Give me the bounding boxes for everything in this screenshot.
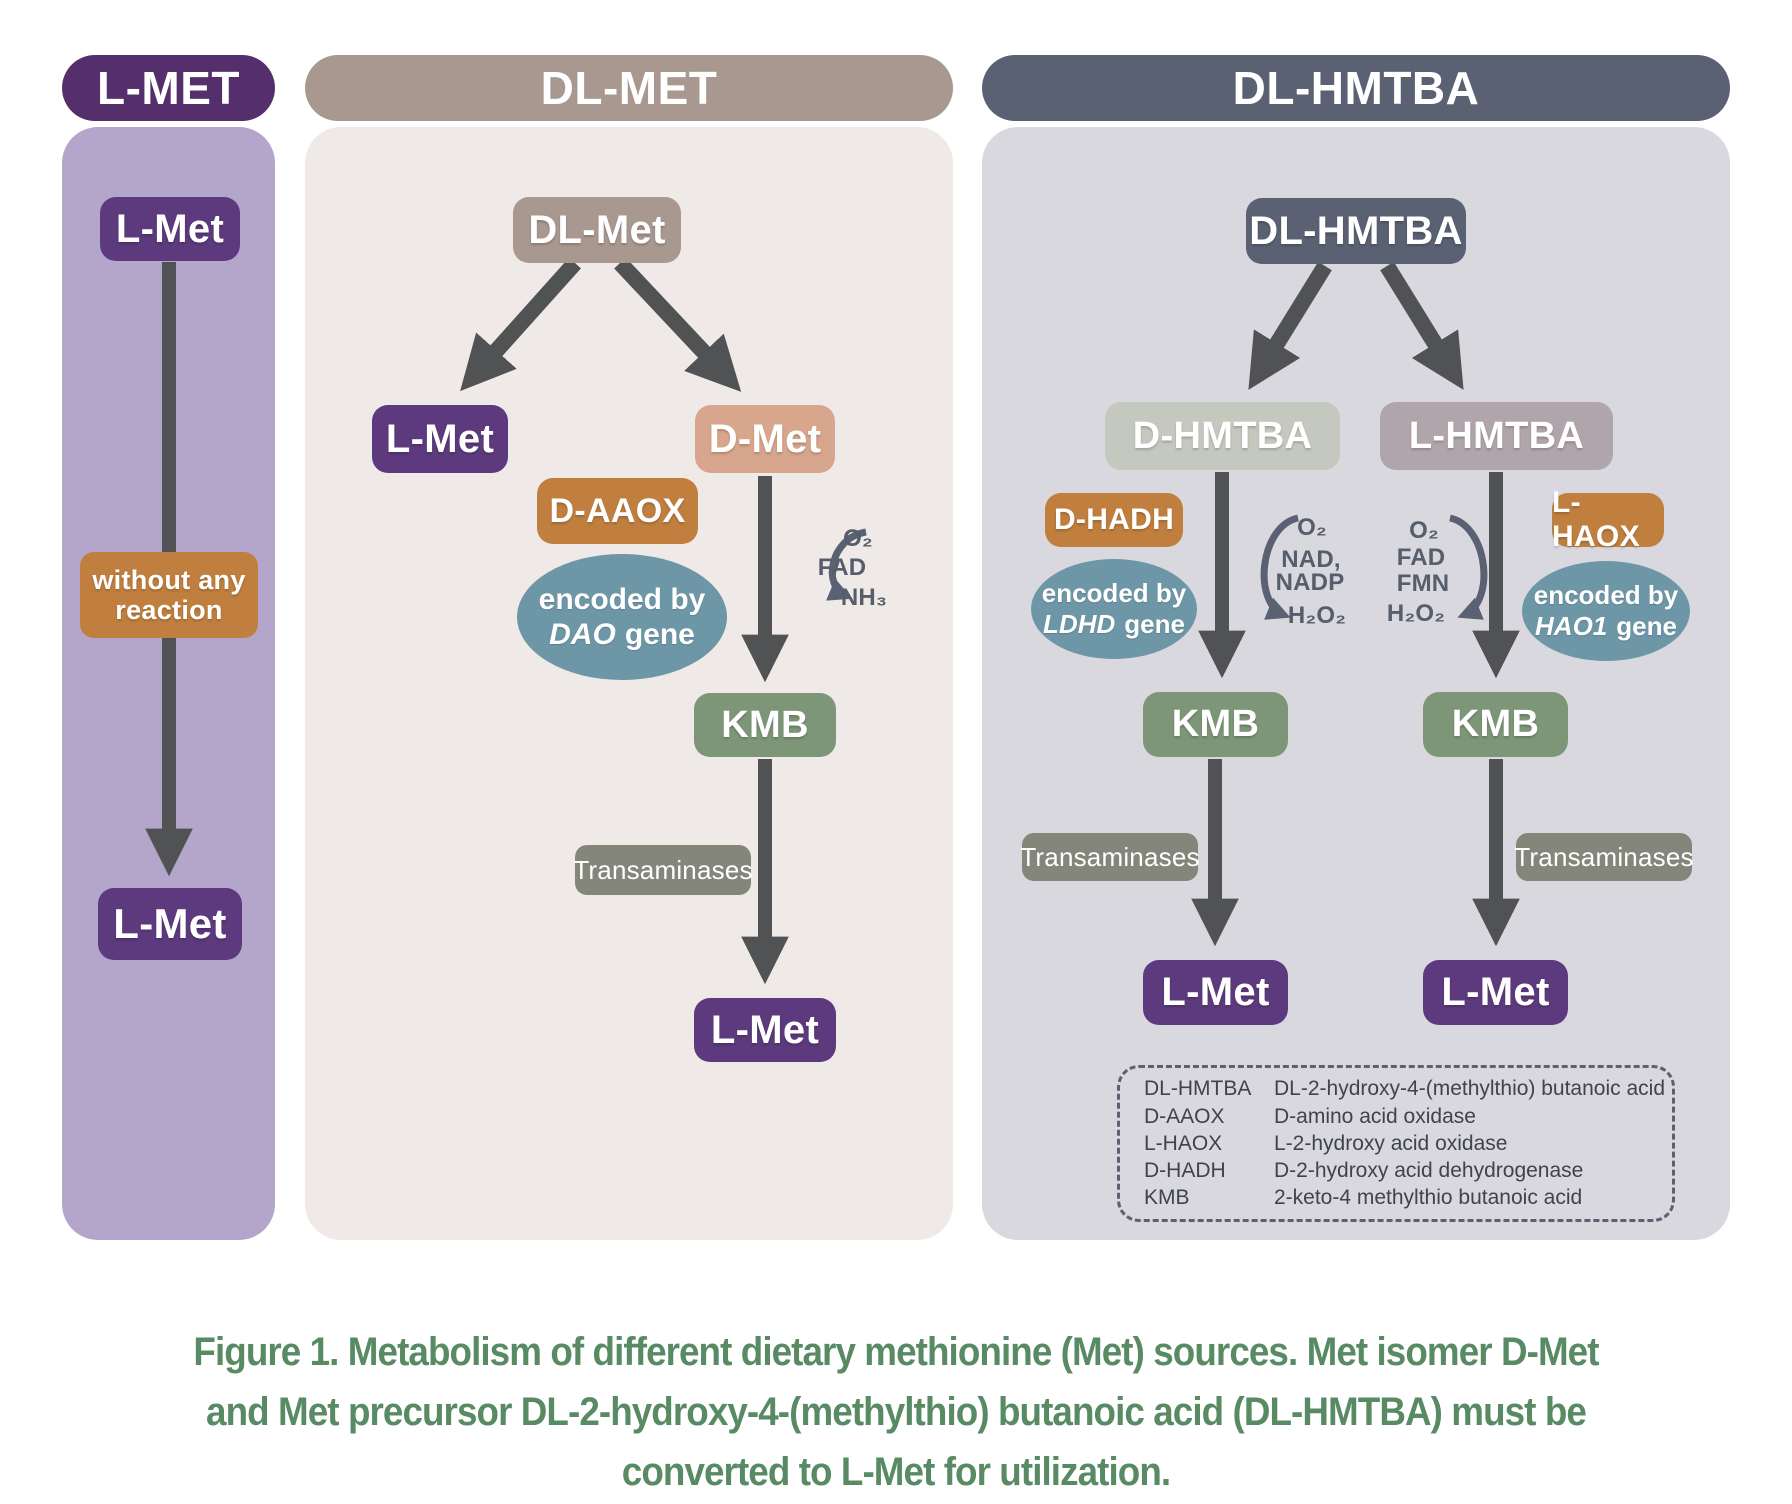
legend-full: D-2-hydroxy acid dehydrogenase <box>1274 1159 1584 1183</box>
cofactor-fmn-lhmtba: FMN <box>1396 570 1450 597</box>
legend-row: D-HADH D-2-hydroxy acid dehydrogenase <box>1144 1157 1672 1184</box>
panel-dlhmtba-body <box>982 127 1730 1240</box>
legend-abbr: D-AAOX <box>1144 1104 1225 1128</box>
caption-line-2: and Met precursor DL-2-hydroxy-4-(methyl… <box>206 1390 1587 1434</box>
legend-row: KMB 2-keto-4 methylthio butanoic acid <box>1144 1184 1672 1211</box>
legend-abbr: L-HAOX <box>1144 1131 1223 1155</box>
gene-word: gene <box>1616 611 1677 641</box>
legend-full: DL-2-hydroxy-4-(methylthio) butanoic aci… <box>1274 1077 1665 1101</box>
panel-dlhmtba-header: DL-HMTBA <box>982 55 1730 121</box>
node-kmb-d: KMB <box>1143 692 1288 757</box>
node-daaox-enzyme: D-AAOX <box>537 478 698 544</box>
node-without-reaction: without any reaction <box>80 552 258 638</box>
legend-full: L-2-hydroxy acid oxidase <box>1274 1131 1508 1155</box>
legend-row: D-AAOX D-amino acid oxidase <box>1144 1103 1672 1130</box>
node-lmet-product: L-Met <box>98 888 242 960</box>
cofactor-fad-lhmtba: FAD <box>1396 544 1446 571</box>
cofactor-h2o2-lhmtba: H₂O₂ <box>1386 600 1446 627</box>
node-lmet-product-dlmet: L-Met <box>694 998 836 1062</box>
cofactor-o2-dlmet: O₂ <box>843 525 873 552</box>
panel-lmet-body <box>62 127 275 1240</box>
gene-name: HAO1 <box>1535 611 1608 641</box>
node-kmb-l: KMB <box>1423 692 1568 757</box>
node-dlmet-lmet: L-Met <box>372 405 508 473</box>
node-lmet-source: L-Met <box>100 197 240 261</box>
node-lmet-product-d: L-Met <box>1143 960 1288 1025</box>
gene-name: LDHD <box>1043 609 1116 639</box>
figure-caption: Figure 1. Metabolism of different dietar… <box>72 1322 1721 1502</box>
node-dhadh-enzyme: D-HADH <box>1045 493 1183 547</box>
gene-prefix: encoded by <box>538 582 706 616</box>
cofactor-nh3-dlmet: NH₃ <box>840 584 888 611</box>
panel-dlmet-header: DL-MET <box>305 55 953 121</box>
caption-line-1: Figure 1. Metabolism of different dietar… <box>193 1330 1599 1374</box>
gene-word: gene <box>624 618 695 651</box>
gene-word: gene <box>1124 609 1185 639</box>
abbreviation-legend: DL-HMTBA DL-2-hydroxy-4-(methylthio) but… <box>1117 1065 1675 1222</box>
node-lhaox-enzyme: L-HAOX <box>1552 486 1664 553</box>
legend-abbr: KMB <box>1144 1186 1190 1210</box>
gene-line: LDHD gene <box>1043 609 1185 640</box>
node-dlmet-source: DL-Met <box>513 197 681 263</box>
ellipse-hao1-gene: encoded by HAO1 gene <box>1522 561 1690 661</box>
pill-transaminases-l: Transaminases <box>1514 833 1693 881</box>
legend-full: 2-keto-4 methylthio butanoic acid <box>1274 1186 1583 1210</box>
cofactor-h2o2-dhmtba: H₂O₂ <box>1287 602 1347 629</box>
gene-name: DAO <box>549 618 616 651</box>
cofactor-o2-dhmtba: O₂ <box>1297 514 1327 541</box>
node-dmet: D-Met <box>695 405 835 473</box>
ellipse-ldhd-gene: encoded by LDHD gene <box>1031 559 1197 659</box>
legend-row: L-HAOX L-2-hydroxy acid oxidase <box>1144 1130 1672 1157</box>
node-kmb-dlmet: KMB <box>694 693 836 757</box>
node-dhmtba: D-HMTBA <box>1105 402 1340 470</box>
cofactor-nadp-dhmtba: NADP <box>1275 569 1345 596</box>
pill-transaminases-d: Transaminases <box>1020 833 1199 881</box>
gene-prefix: encoded by <box>1533 580 1679 611</box>
node-dlhmtba-source: DL-HMTBA <box>1246 198 1466 264</box>
gene-line: HAO1 gene <box>1535 611 1677 642</box>
node-lhmtba: L-HMTBA <box>1380 402 1613 470</box>
cofactor-fad-dlmet: FAD <box>817 554 867 581</box>
legend-full: D-amino acid oxidase <box>1274 1104 1476 1128</box>
node-lmet-product-l: L-Met <box>1423 960 1568 1025</box>
legend-abbr: DL-HMTBA <box>1144 1077 1252 1101</box>
legend-abbr: D-HADH <box>1144 1159 1226 1183</box>
cofactor-o2-lhmtba: O₂ <box>1409 517 1439 544</box>
pill-transaminases-dlmet: Transaminases <box>573 845 752 895</box>
panel-lmet-header: L-MET <box>62 55 275 121</box>
legend-row: DL-HMTBA DL-2-hydroxy-4-(methylthio) but… <box>1144 1075 1672 1102</box>
gene-prefix: encoded by <box>1041 578 1187 609</box>
panel-dlmet-body <box>305 127 953 1240</box>
caption-line-3: converted to L-Met for utilization. <box>621 1450 1171 1494</box>
